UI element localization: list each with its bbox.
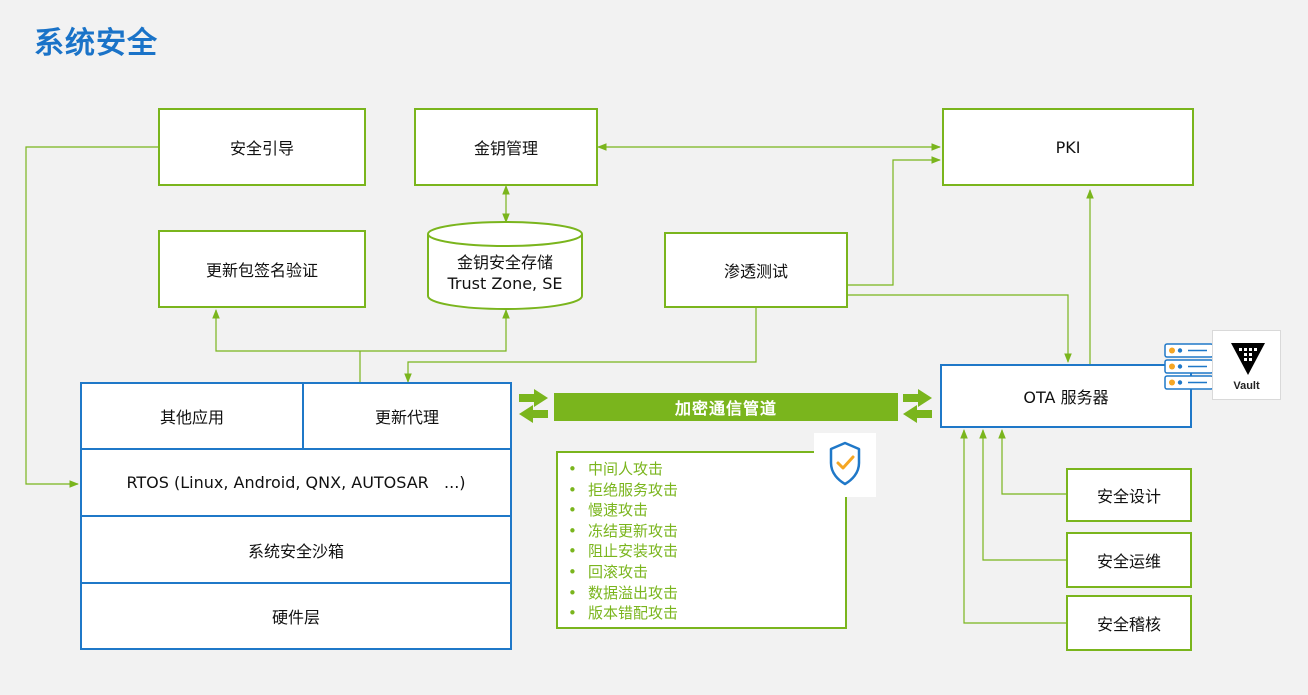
ota-server-box: OTA 服务器 (940, 364, 1192, 428)
arrow-right-icon (519, 389, 548, 407)
threat-item: 慢速攻击 (568, 500, 845, 521)
rtos-label: RTOS (Linux, Android, QNX, AUTOSAR ...) (126, 473, 466, 492)
server-icon (1163, 340, 1216, 394)
sandbox-cell: 系统安全沙箱 (82, 517, 510, 584)
threat-item: 冻结更新攻击 (568, 521, 845, 542)
key-storage-text: 金钥安全存储 Trust Zone, SE (430, 250, 580, 296)
threat-item: 中间人攻击 (568, 459, 845, 480)
threat-list: 中间人攻击 拒绝服务攻击 慢速攻击 冻结更新攻击 阻止安装攻击 回滚攻击 数据溢… (568, 459, 845, 624)
hardware-label: 硬件层 (271, 608, 320, 627)
ota-server-label: OTA 服务器 (1023, 388, 1109, 407)
vault-logo-icon: Vault (1212, 330, 1281, 400)
arrow-left-icon (519, 405, 548, 423)
security-ops-label: 安全运维 (1096, 552, 1161, 571)
line-agent-pkgsign (212, 309, 360, 352)
security-design-label: 安全设计 (1096, 487, 1161, 506)
line-design-ota (998, 429, 1066, 495)
secure-boot-box: 安全引导 (158, 108, 366, 186)
key-storage-sublabel: Trust Zone, SE (447, 274, 563, 293)
pki-box: PKI (942, 108, 1194, 186)
threat-item: 版本错配攻击 (568, 603, 845, 624)
security-design-box: 安全设计 (1066, 468, 1192, 522)
rtos-cell: RTOS (Linux, Android, QNX, AUTOSAR ...) (82, 450, 510, 517)
key-storage-cylinder (427, 221, 583, 310)
update-agent-label: 更新代理 (374, 408, 439, 427)
vault-label: Vault (1233, 380, 1260, 392)
pki-label: PKI (1055, 137, 1081, 157)
threat-item: 数据溢出攻击 (568, 583, 845, 604)
package-signature-label: 更新包签名验证 (205, 261, 318, 280)
hardware-cell: 硬件层 (82, 584, 510, 648)
threat-item: 回滚攻击 (568, 562, 845, 583)
shield-check-icon (814, 433, 876, 497)
penetration-test-label: 渗透测试 (723, 262, 788, 281)
update-agent-cell: 更新代理 (304, 384, 510, 450)
line-pentest-pki (848, 156, 941, 286)
page-title: 系统安全 (34, 26, 158, 61)
security-audit-box: 安全稽核 (1066, 595, 1192, 651)
line-ops-ota (979, 429, 1066, 561)
security-audit-label: 安全稽核 (1096, 615, 1161, 634)
key-storage-label: 金钥安全存储 (456, 253, 553, 272)
key-management-box: 金钥管理 (414, 108, 598, 186)
penetration-test-box: 渗透测试 (664, 232, 848, 308)
line-audit-ota (960, 429, 1066, 624)
secure-boot-label: 安全引导 (229, 139, 294, 158)
line-pentest-ota (848, 294, 1072, 363)
line-agent-storage (360, 309, 510, 352)
line-pentest-agent (404, 308, 757, 383)
key-management-label: 金钥管理 (473, 139, 538, 158)
threat-item: 拒绝服务攻击 (568, 480, 845, 501)
package-signature-box: 更新包签名验证 (158, 230, 366, 308)
encrypted-channel: 加密通信管道 (554, 393, 898, 421)
threat-list-box: 中间人攻击 拒绝服务攻击 慢速攻击 冻结更新攻击 阻止安装攻击 回滚攻击 数据溢… (556, 451, 847, 629)
threat-item: 阻止安装攻击 (568, 541, 845, 562)
security-ops-box: 安全运维 (1066, 532, 1192, 588)
other-apps-label: 其他应用 (159, 408, 224, 427)
sandbox-label: 系统安全沙箱 (247, 541, 344, 561)
other-apps-cell: 其他应用 (82, 384, 304, 450)
device-stack: 其他应用 更新代理 RTOS (Linux, Android, QNX, AUT… (80, 382, 512, 650)
arrow-right-icon (903, 389, 932, 407)
arrow-left-icon (903, 405, 932, 423)
